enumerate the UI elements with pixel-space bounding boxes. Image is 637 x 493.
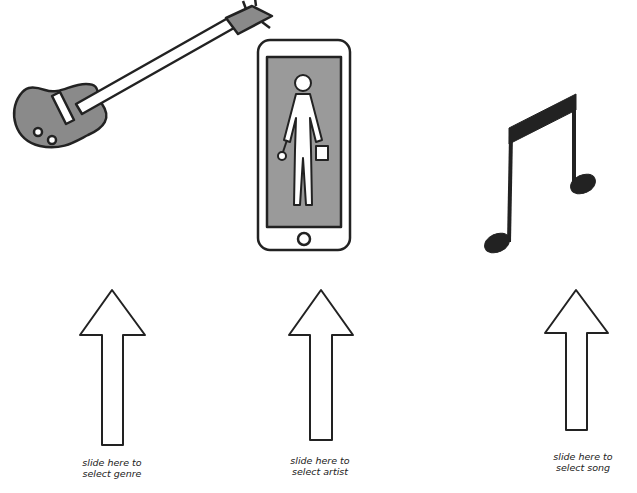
note-stem [574, 102, 593, 180]
guitar-neck [76, 18, 234, 114]
guitar-headstock [226, 6, 272, 34]
phone-body [258, 40, 350, 250]
shopping-bag [316, 146, 328, 160]
music-note-icon [481, 94, 598, 257]
note-stem [574, 102, 593, 182]
phone-icon [258, 40, 350, 250]
home-button [298, 233, 310, 245]
tuning-peg [243, 1, 246, 9]
up-arrow [545, 290, 608, 430]
guitar-icon [14, 0, 272, 147]
note-stem [574, 100, 592, 182]
guitar-bridge [52, 92, 74, 124]
note-head [481, 229, 512, 256]
note-stem [572, 100, 576, 183]
guitar-knob [34, 128, 42, 136]
instruction-label: slide here to select song [548, 451, 618, 473]
tuning-peg [262, 22, 270, 28]
up-arrow [80, 290, 145, 445]
microphone [283, 140, 287, 152]
guitar-knob [48, 136, 56, 144]
instruction-label: slide here to select artist [285, 455, 355, 477]
up-arrow [289, 290, 353, 440]
note-beam [509, 94, 576, 144]
instruction-label: slide here to select genre [77, 457, 147, 479]
microphone-head [278, 152, 286, 160]
note-stem [574, 100, 592, 180]
note-head [567, 170, 598, 197]
tuning-peg [255, 0, 256, 6]
phone-screen [267, 57, 341, 227]
note-stem [509, 135, 511, 242]
slide-arrows [80, 290, 608, 445]
person-head [295, 75, 311, 91]
